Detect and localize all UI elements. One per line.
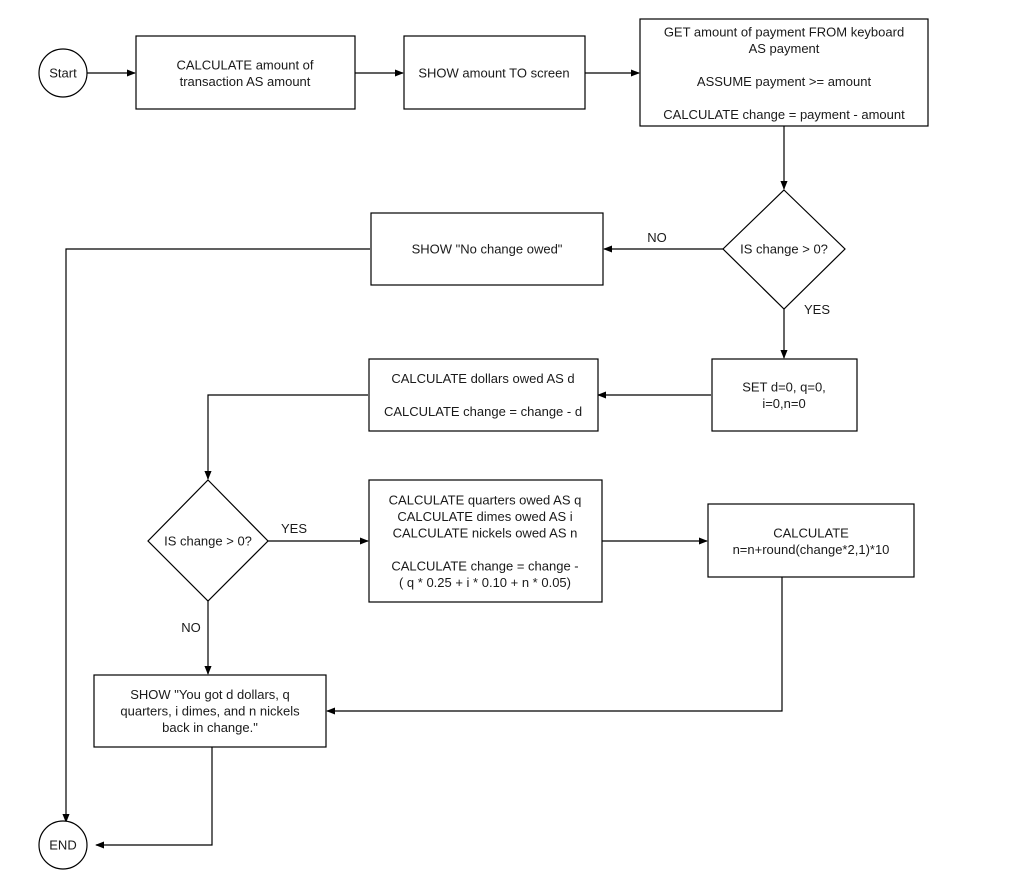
edges bbox=[62, 69, 788, 849]
calc-amount-box: CALCULATE amount of transaction AS amount bbox=[135, 35, 356, 110]
node-line: SET d=0, q=0, bbox=[742, 379, 826, 394]
calc-round-box: CALCULATE n=n+round(change*2,1)*10 bbox=[707, 503, 915, 578]
no-change-box: SHOW "No change owed" bbox=[370, 212, 604, 286]
node-line: GET amount of payment FROM keyboard bbox=[664, 24, 904, 39]
node-line: AS payment bbox=[749, 41, 820, 56]
node-line: CALCULATE nickels owed AS n bbox=[393, 525, 578, 540]
edge-label-d1-yes: YES bbox=[804, 302, 830, 317]
set-vars-box: SET d=0, q=0, i=0,n=0 bbox=[711, 358, 858, 432]
decision2-label: IS change > 0? bbox=[164, 534, 252, 549]
edge-no-change-to-end bbox=[62, 248, 370, 823]
node-line: Start bbox=[49, 66, 77, 81]
end-label: END bbox=[49, 838, 76, 853]
edge-show-result-to-end bbox=[95, 747, 213, 849]
node-line: transaction AS amount bbox=[180, 74, 311, 89]
get-payment-box: GET amount of payment FROM keyboard AS pa… bbox=[639, 18, 929, 127]
edge-calc-dollars-to-decision2 bbox=[204, 394, 368, 480]
node-line: ( q * 0.25 + i * 0.10 + n * 0.05) bbox=[399, 575, 571, 590]
node-line: SHOW "No change owed" bbox=[412, 242, 563, 257]
node-line: CALCULATE dollars owed AS d bbox=[391, 371, 574, 386]
node-line: CALCULATE bbox=[773, 525, 849, 540]
edge-labels: NO YES YES NO bbox=[181, 230, 830, 635]
show-result-label: SHOW "You got d dollars, q quarters, i di… bbox=[120, 687, 300, 735]
node-line: back in change." bbox=[162, 720, 258, 735]
node-line: CALCULATE quarters owed AS q bbox=[389, 492, 582, 507]
node-line: CALCULATE change = payment - amount bbox=[663, 107, 905, 122]
get-payment-label: GET amount of payment FROM keyboard AS pa… bbox=[663, 24, 905, 122]
decision1-label: IS change > 0? bbox=[740, 242, 828, 257]
edge-label-d2-no: NO bbox=[181, 620, 201, 635]
end-terminal: END bbox=[38, 820, 88, 870]
calc-round-label: CALCULATE n=n+round(change*2,1)*10 bbox=[733, 525, 890, 557]
calc-coins-box: CALCULATE quarters owed AS q CALCULATE di… bbox=[368, 479, 603, 603]
calc-dollars-box: CALCULATE dollars owed AS d CALCULATE cha… bbox=[368, 358, 599, 432]
show-amount-label: SHOW amount TO screen bbox=[418, 66, 569, 81]
edge-label-d2-yes: YES bbox=[281, 521, 307, 536]
decision1-diamond: IS change > 0? bbox=[722, 189, 846, 310]
start-label: Start bbox=[49, 66, 77, 81]
decision2-diamond: IS change > 0? bbox=[147, 479, 269, 602]
calc-dollars-label: CALCULATE dollars owed AS d CALCULATE cha… bbox=[384, 371, 582, 419]
node-line: quarters, i dimes, and n nickels bbox=[120, 704, 300, 719]
node-line: ASSUME payment >= amount bbox=[697, 74, 872, 89]
node-line: CALCULATE change = change - bbox=[391, 558, 578, 573]
node-line: CALCULATE change = change - d bbox=[384, 404, 582, 419]
node-line: END bbox=[49, 838, 76, 853]
node-line: CALCULATE amount of bbox=[176, 57, 313, 72]
node-line: IS change > 0? bbox=[164, 534, 252, 549]
no-change-label: SHOW "No change owed" bbox=[412, 242, 563, 257]
show-amount-box: SHOW amount TO screen bbox=[403, 35, 586, 110]
start-terminal: Start bbox=[38, 48, 88, 98]
calc-amount-label: CALCULATE amount of transaction AS amount bbox=[176, 57, 313, 89]
set-vars-label: SET d=0, q=0, i=0,n=0 bbox=[742, 379, 826, 411]
edge-label-d1-no: NO bbox=[647, 230, 667, 245]
node-line: SHOW "You got d dollars, q bbox=[130, 687, 290, 702]
node-line: CALCULATE dimes owed AS i bbox=[397, 509, 572, 524]
node-line: IS change > 0? bbox=[740, 242, 828, 257]
node-line: i=0,n=0 bbox=[762, 396, 805, 411]
edge-calc-round-to-show-result bbox=[326, 577, 783, 715]
node-line: n=n+round(change*2,1)*10 bbox=[733, 542, 890, 557]
show-result-box: SHOW "You got d dollars, q quarters, i di… bbox=[93, 674, 327, 748]
node-line: SHOW amount TO screen bbox=[418, 66, 569, 81]
calc-coins-label: CALCULATE quarters owed AS q CALCULATE di… bbox=[389, 492, 582, 590]
